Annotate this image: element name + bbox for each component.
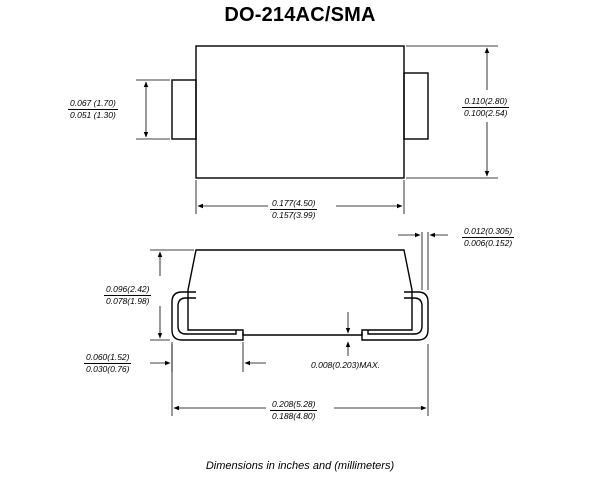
top-body [195,45,405,179]
right-lead-tab [403,72,429,140]
standoff-label: 0.008(0.203)MAX. [311,360,380,370]
lead-length-label: 0.060(1.52) 0.030(0.76) [84,352,132,374]
left-j-lead [171,291,244,341]
package-title: DO-214AC/SMA [224,4,376,26]
package-height-label: 0.096(2.42) 0.078(1.98) [104,284,152,306]
overall-length-label: 0.208(5.28) 0.188(4.80) [270,399,318,421]
body-length-label: 0.177(4.50) 0.157(3.99) [270,198,318,220]
side-view [171,249,429,341]
left-lead-tab [171,79,197,140]
dimensions-caption: Dimensions in inches and (millimeters) [205,460,395,472]
top-view [171,45,429,179]
lead-thickness-label: 0.012(0.305) 0.006(0.152) [462,226,515,248]
body-height-label: 0.110(2.80) 0.100(2.54) [462,96,510,118]
side-body [187,249,413,336]
right-j-lead [361,291,429,341]
lead-height-label: 0.067 (1.70) 0.051 (1.30) [68,98,118,120]
